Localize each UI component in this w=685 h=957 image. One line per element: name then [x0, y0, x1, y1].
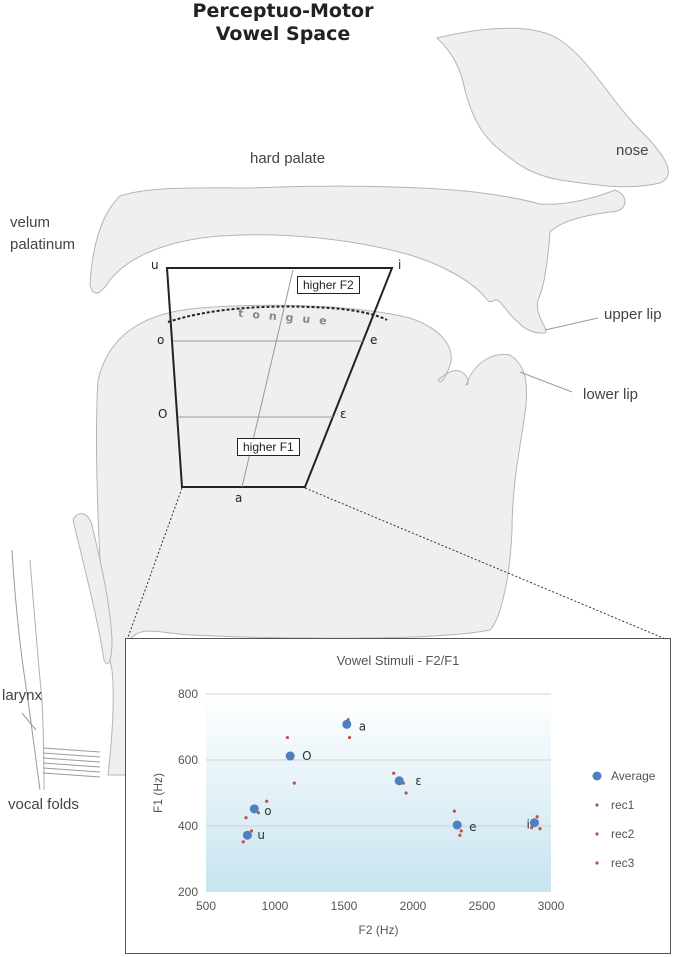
data-point-rec2 [535, 815, 539, 819]
x-axis-label: F2 (Hz) [359, 923, 399, 937]
lower-lip-leader [519, 371, 573, 393]
legend-marker-rec3 [595, 861, 599, 865]
x-tick-label: 3000 [538, 899, 565, 913]
vowel-chart: Vowel Stimuli - F2/F1 200 400 600 800 500 1000… [151, 653, 656, 937]
vowel-u-label: u [151, 258, 159, 272]
larynx-wall-inner [29, 559, 45, 791]
data-point-Average [529, 818, 539, 828]
point-label: ɛ [415, 774, 422, 788]
higher-f1-box: higher F1 [237, 438, 300, 456]
data-point-rec2 [244, 816, 248, 820]
x-tick-label: 2500 [469, 899, 496, 913]
vowel-trapezoid [165, 267, 394, 488]
upper-lip-label: upper lip [604, 306, 662, 323]
x-tick-label: 2000 [400, 899, 427, 913]
hard-palate-label: hard palate [250, 150, 326, 167]
larynx-label: larynx [2, 687, 43, 704]
y-tick-label: 400 [178, 819, 198, 833]
data-point-rec1 [241, 840, 245, 844]
vowel-i-label: i [398, 258, 402, 272]
figure-title: Perceptuo-Motor Vowel Space [170, 0, 396, 46]
title-line-1: Perceptuo-Motor [192, 0, 374, 22]
data-point-rec1 [392, 771, 396, 775]
palate-shape [89, 185, 626, 334]
point-label: i [526, 818, 529, 832]
zoom-line-right [304, 487, 669, 641]
data-point-rec1 [452, 809, 456, 813]
data-point-Average [249, 804, 259, 814]
nose-shape [435, 27, 669, 188]
point-label: o [264, 804, 271, 818]
vocal-folds-label: vocal folds [8, 796, 79, 813]
legend-marker-rec1 [595, 803, 599, 807]
point-label: a [359, 719, 366, 733]
title-line-2: Vowel Space [215, 23, 351, 45]
velum-label: velum palatinum [10, 212, 75, 256]
higher-f2-box: higher F2 [297, 276, 360, 294]
plot-area [206, 694, 551, 892]
data-point-rec3 [458, 833, 462, 837]
data-point-rec2 [256, 811, 261, 815]
vowel-O-label: O [158, 407, 168, 421]
data-point-rec1 [285, 735, 290, 740]
data-point-Average [452, 820, 462, 830]
larynx-wall [11, 549, 41, 791]
vowel-e-label: e [370, 333, 378, 347]
legend-marker-rec2 [595, 832, 599, 836]
zoom-line-left [126, 487, 183, 641]
nose-label: nose [616, 142, 649, 159]
larynx-leader [21, 712, 37, 731]
vowel-a-label: a [235, 491, 243, 505]
upper-lip-leader [544, 317, 599, 331]
data-point-rec3 [249, 829, 254, 833]
point-label: u [257, 828, 265, 842]
vocal-folds-lines [42, 747, 101, 778]
data-point-rec3 [404, 791, 408, 795]
y-tick-label: 600 [178, 753, 198, 767]
chart-inset: Vowel Stimuli - F2/F1 200 400 600 800 500 1000… [125, 638, 671, 954]
y-axis-label: F1 (Hz) [151, 773, 165, 813]
y-tick-label: 800 [178, 687, 198, 701]
tongue-shape [96, 304, 528, 776]
chart-title: Vowel Stimuli - F2/F1 [337, 653, 460, 668]
data-point-rec1 [347, 735, 352, 740]
x-tick-label: 1500 [331, 899, 358, 913]
data-point-rec1 [538, 827, 542, 831]
data-point-Average [394, 776, 404, 786]
data-point-Average [342, 719, 352, 729]
velum-label-line-1: velum [10, 214, 51, 231]
data-point-rec1 [265, 799, 269, 803]
legend-label: rec1 [611, 798, 635, 812]
y-tick-label: 200 [178, 885, 198, 899]
vowel-o-label: o [157, 333, 165, 347]
legend-label: Average [611, 769, 656, 783]
x-tick-label: 500 [196, 899, 216, 913]
legend-label: rec2 [611, 827, 635, 841]
x-tick-label: 1000 [262, 899, 289, 913]
data-point-rec3 [530, 826, 534, 830]
vowel-eps-label: ɛ [340, 407, 347, 421]
data-point-Average [242, 830, 252, 840]
point-label: e [469, 820, 476, 834]
legend-marker-Average [592, 771, 602, 781]
point-label: O [302, 749, 311, 763]
data-point-Average [285, 751, 295, 761]
epiglottis-shape [72, 513, 113, 665]
legend-label: rec3 [611, 856, 635, 870]
data-point-rec2 [459, 829, 463, 833]
data-point-rec2 [292, 781, 296, 785]
velum-label-line-2: palatinum [10, 236, 76, 253]
lower-lip-label: lower lip [583, 386, 639, 403]
